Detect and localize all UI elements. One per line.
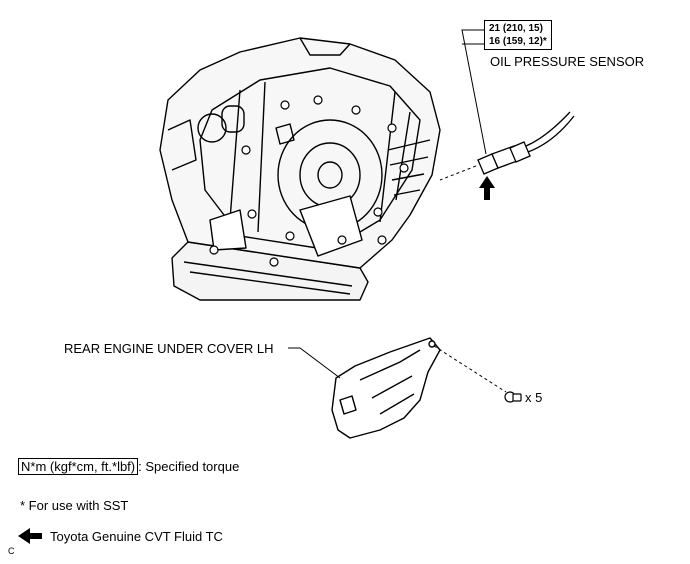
fluid-legend-text: Toyota Genuine CVT Fluid TC (50, 529, 223, 544)
torque-legend: N*m (kgf*cm, ft.*lbf): Specified torque (18, 458, 239, 475)
housing-bolts (209, 95, 409, 267)
sensor-leader-dashed (439, 165, 477, 181)
rear-engine-under-cover (331, 337, 441, 439)
left-arrow-icon (18, 528, 42, 544)
oil-pressure-sensor-assembly (477, 111, 575, 175)
up-arrow-icon (479, 176, 495, 200)
torque-line-2: 16 (159, 12)* (489, 36, 547, 47)
torque-legend-text: : Specified torque (138, 459, 240, 474)
bolt-count-label: x 5 (525, 390, 543, 405)
torque-spec-box: 21 (210, 15) 16 (159, 12)* (484, 20, 552, 50)
cover-leader-line (288, 347, 341, 379)
sst-note: * For use with SST (20, 498, 129, 513)
torque-unit-box: N*m (kgf*cm, ft.*lbf) (18, 458, 139, 475)
corner-mark: C (8, 546, 15, 556)
bolt-leader-dashed (433, 345, 507, 393)
torque-line-1: 21 (210, 15) (489, 23, 543, 34)
bolt-icon (504, 391, 522, 403)
rear-cover-label: REAR ENGINE UNDER COVER LH (64, 341, 274, 356)
torque-leader-line (461, 29, 487, 155)
oil-pressure-sensor-label: OIL PRESSURE SENSOR (490, 54, 645, 69)
transaxle-assembly (159, 37, 441, 301)
